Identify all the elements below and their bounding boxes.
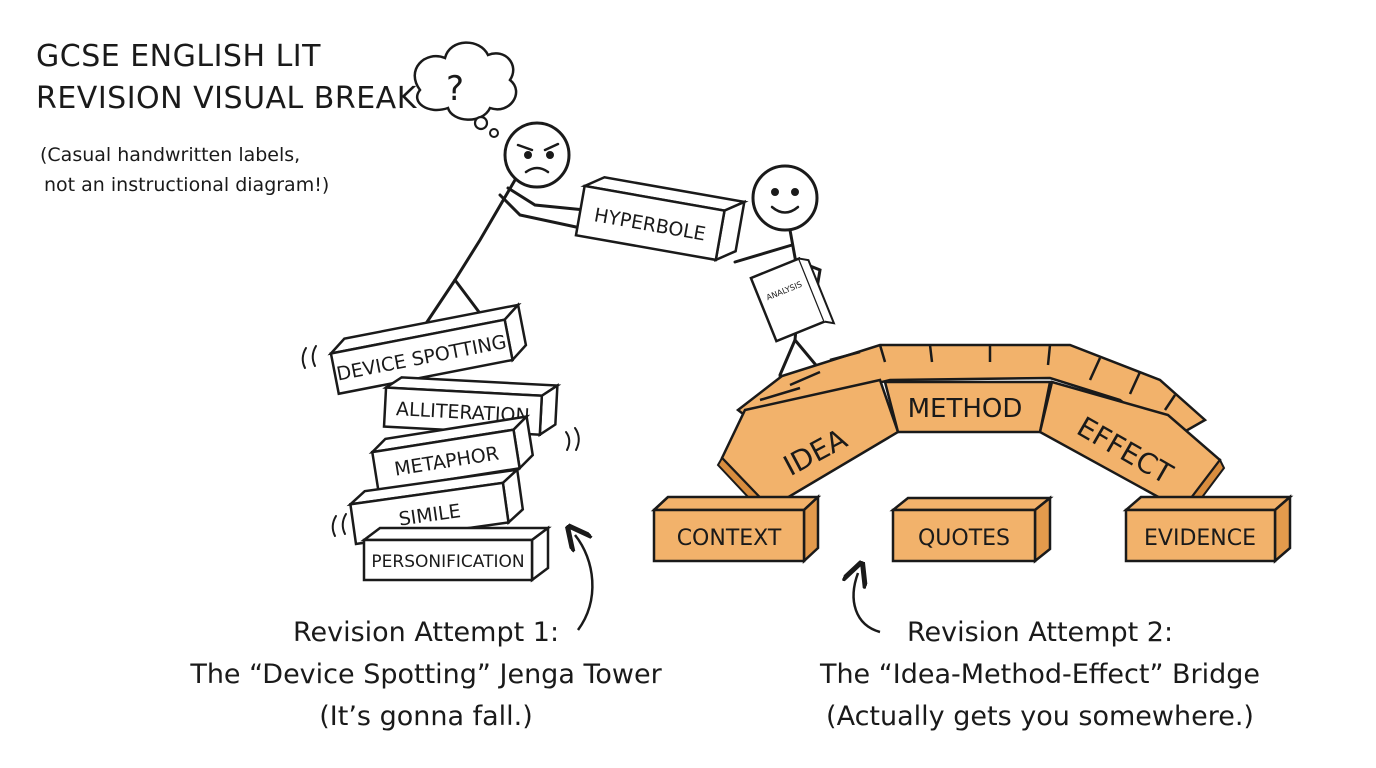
bridge-block-label: METHOD bbox=[908, 394, 1023, 424]
bubble-dot-2 bbox=[489, 128, 499, 138]
analysis-book: ANALYSIS bbox=[749, 256, 836, 343]
bubble-dot-1 bbox=[473, 115, 489, 131]
bridge: IDEA METHOD EFFECT CONTEXT bbox=[650, 343, 1294, 564]
page-title: GCSE ENGLISH LIT REVISION VISUAL BREAK bbox=[36, 36, 417, 120]
bridge-caption-line-3: (Actually gets you somewhere.) bbox=[826, 701, 1254, 732]
bridge-block-idea: IDEA bbox=[716, 378, 900, 517]
tower-caption-line-2: The “Device Spotting” Jenga Tower bbox=[190, 659, 662, 690]
arrow-to-tower bbox=[575, 535, 594, 631]
bridge-caption-line-2: The “Idea-Method-Effect” Bridge bbox=[819, 659, 1261, 690]
title-line-2: REVISION VISUAL BREAK bbox=[36, 81, 417, 116]
tower-caption-line-3: (It’s gonna fall.) bbox=[319, 701, 533, 732]
frustrated-stick-figure bbox=[423, 121, 592, 327]
bridge-caption: Revision Attempt 2: The “Idea-Method-Eff… bbox=[800, 612, 1280, 738]
bridge-pillar-quotes: QUOTES bbox=[889, 495, 1054, 564]
tower-caption-line-1: Revision Attempt 1: bbox=[292, 617, 560, 648]
arrow-to-bridge bbox=[854, 573, 881, 634]
bridge-caption-line-1: Revision Attempt 2: bbox=[906, 617, 1174, 648]
title-line-1: GCSE ENGLISH LIT bbox=[36, 39, 321, 74]
jenga-tower: DEVICE SPOTTING ALLITERATION METAPHOR SI… bbox=[327, 302, 562, 583]
question-mark-icon: ? bbox=[446, 69, 464, 109]
note-line-2: not an instructional diagram!) bbox=[44, 174, 330, 196]
tower-block-label: PERSONIFICATION bbox=[371, 552, 524, 572]
thought-bubble: ? bbox=[413, 41, 518, 138]
hyperbole-block: HYPERBOLE bbox=[574, 175, 749, 262]
note-line-1: (Casual handwritten labels, bbox=[40, 144, 301, 166]
bridge-pillar-label: CONTEXT bbox=[677, 526, 782, 551]
bridge-pillar-label: EVIDENCE bbox=[1144, 526, 1256, 551]
bridge-pillar-label: QUOTES bbox=[918, 526, 1010, 551]
bridge-block-method: METHOD bbox=[883, 380, 1052, 434]
wobble-marks bbox=[301, 345, 580, 537]
tower-block-personification: PERSONIFICATION bbox=[360, 525, 552, 583]
bridge-pillar-evidence: EVIDENCE bbox=[1122, 494, 1294, 564]
subtitle-note: (Casual handwritten labels, not an instr… bbox=[40, 140, 329, 200]
tower-caption: Revision Attempt 1: The “Device Spotting… bbox=[186, 612, 666, 738]
bridge-pillar-context: CONTEXT bbox=[650, 494, 822, 564]
tower-block-metaphor: METAPHOR bbox=[368, 413, 535, 493]
